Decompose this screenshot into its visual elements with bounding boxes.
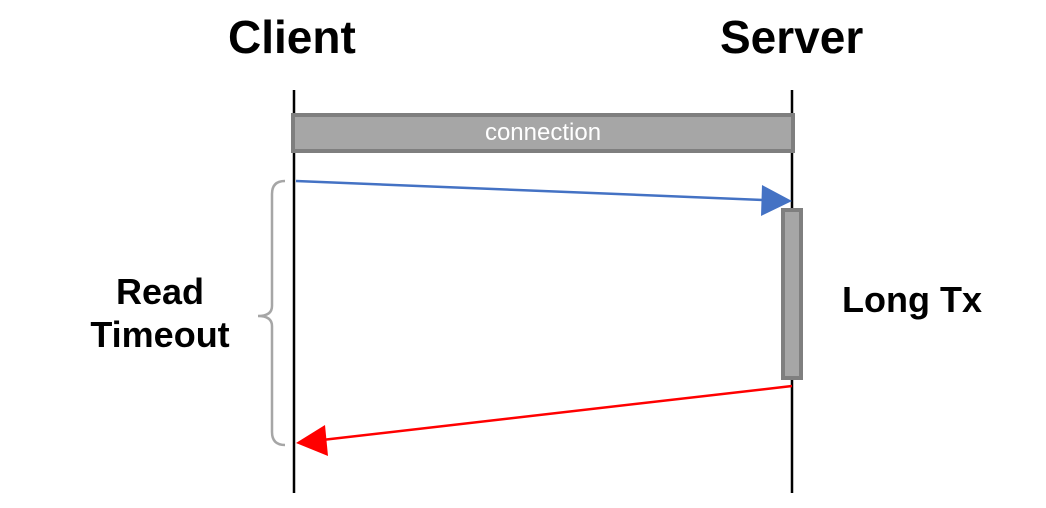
response-arrow — [321, 384, 793, 442]
request-arrowhead — [761, 185, 792, 216]
read-timeout-label: Read Timeout — [70, 270, 250, 356]
read-timeout-line-1: Read — [115, 271, 205, 312]
request-arrow — [295, 179, 765, 202]
long-tx-bar — [781, 208, 803, 380]
connection-label: connection — [484, 119, 602, 146]
connection-bar — [291, 113, 795, 153]
client-title: Client — [228, 11, 356, 63]
response-arrowhead — [296, 425, 328, 456]
read-timeout-line-2: Timeout — [90, 314, 230, 356]
server-title: Server — [720, 11, 864, 63]
timeout-brace — [257, 179, 286, 447]
long-tx-label: Long Tx — [842, 279, 982, 320]
